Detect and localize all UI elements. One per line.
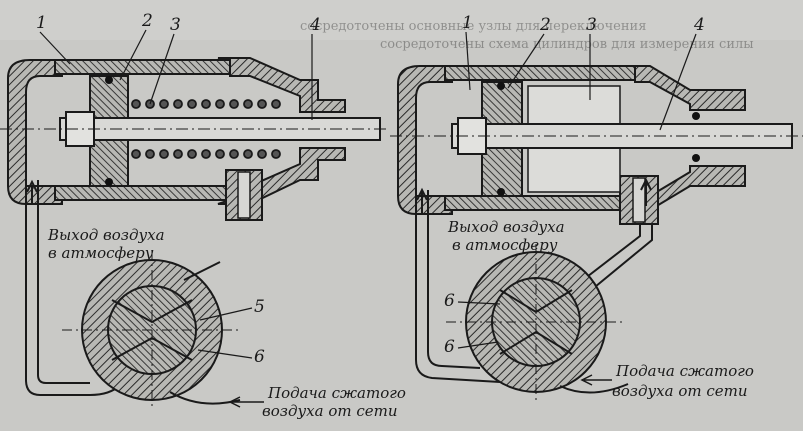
right-callout-4: 4 (693, 15, 705, 35)
left-cylinder-top-wall (54, 59, 231, 75)
header-text: сосредоточены основные узлы для переключ… (300, 19, 754, 52)
left-seals (105, 76, 113, 186)
header-line-2: сосредоточены основные узлы для переключ… (300, 19, 646, 34)
left-callout-3: 3 (170, 15, 181, 35)
right-air-pipe (415, 190, 501, 383)
right-cylinder-view: 1 2 3 4 6 6 Выход воздуха в атмосферу По… (390, 13, 803, 404)
right-end-cap (397, 65, 453, 215)
left-callout-5: 5 (254, 297, 265, 317)
right-callout-2: 2 (539, 15, 551, 35)
right-supply-label-line1: Подача сжатого (615, 362, 754, 380)
right-exhaust-label-line1: Выход воздуха (447, 218, 565, 236)
left-callout-6: 6 (254, 347, 265, 367)
left-cylinder-bottom-wall (54, 185, 231, 201)
right-callout-3: 3 (586, 15, 597, 35)
right-callouts: 1 2 3 4 6 6 (444, 13, 705, 357)
right-valve-disc (446, 244, 626, 404)
header-line-3: сосредоточены схема цилиндров для измере… (380, 37, 754, 52)
right-seals (497, 82, 700, 196)
left-cone-housing (217, 57, 346, 113)
left-callouts: 1 2 3 4 5 6 (36, 11, 321, 367)
right-callout-1: 1 (462, 13, 473, 33)
right-cylinder-bottom-wall (444, 195, 636, 211)
left-valve-disc (62, 250, 242, 410)
left-supply-label-line1: Подача сжатого (267, 384, 406, 402)
left-exhaust-label-line2: в атмосферу (48, 244, 154, 262)
left-callout-1: 1 (36, 13, 47, 33)
left-exhaust-label-line1: Выход воздуха (47, 226, 165, 244)
right-cone-housing (620, 65, 746, 111)
left-end-cap (7, 59, 63, 205)
left-spring (131, 99, 281, 159)
right-callout-6b: 6 (444, 337, 455, 357)
left-air-pipe (25, 180, 121, 396)
right-exhaust-label-line2: в атмосферу (452, 236, 558, 254)
left-callout-4: 4 (309, 15, 321, 35)
left-cylinder-view: 1 2 3 4 5 6 Выход воздуха в атмосферу По… (0, 11, 406, 420)
left-callout-2: 2 (141, 11, 153, 31)
right-cylinder-top-wall (444, 65, 636, 81)
left-supply-label-line2: воздуха от сети (262, 402, 398, 420)
right-supply-label-line2: воздуха от сети (612, 382, 748, 400)
right-callout-6a: 6 (444, 291, 455, 311)
